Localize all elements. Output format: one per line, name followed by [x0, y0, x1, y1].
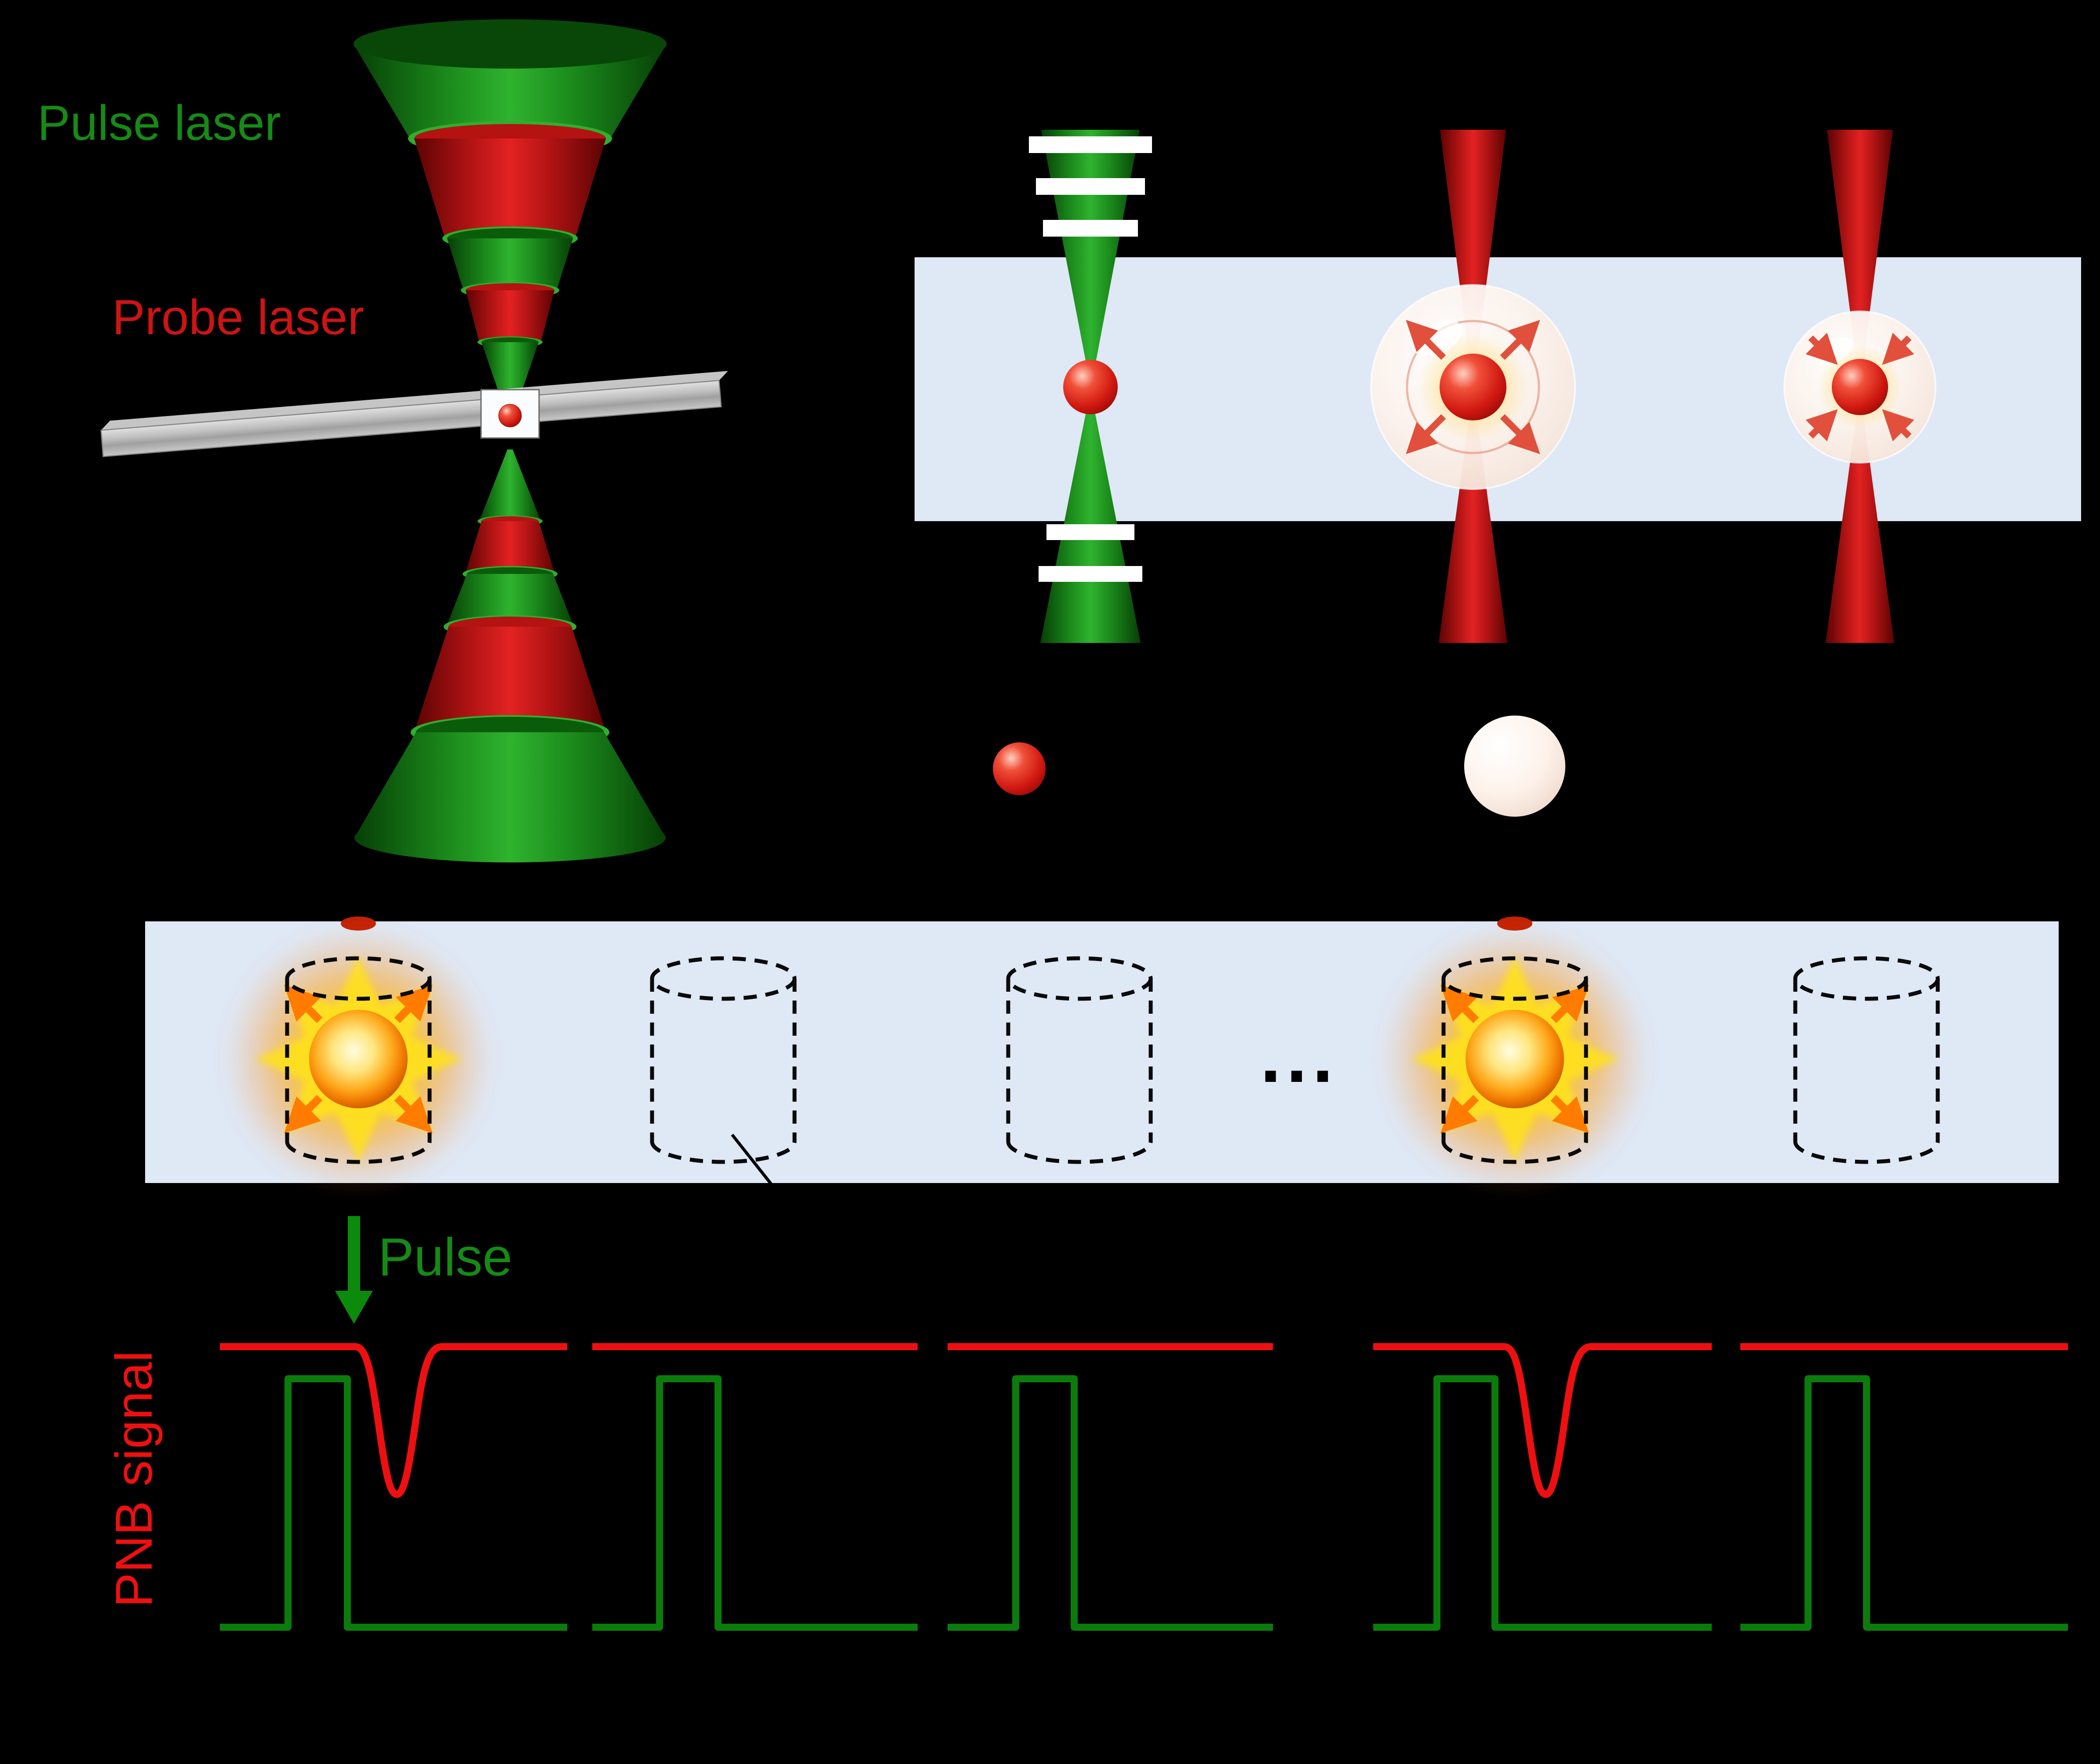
pulse-arrow: Pulse	[335, 1216, 512, 1324]
collapse-arrows	[1805, 332, 1914, 442]
laser-cone-stack-bottom	[354, 449, 666, 862]
green-beam-panel	[1029, 130, 1152, 643]
mechanism-panels	[915, 130, 2081, 817]
collapsing-bubble-panel	[1783, 130, 1936, 643]
pulse-laser-label: Pulse laser	[37, 95, 281, 150]
pump-pulse-trace	[220, 1375, 567, 1631]
flow-capillary-tube	[100, 371, 728, 457]
ellipsis-label: ...	[1260, 1015, 1338, 1098]
nanoparticle-in-collapsing-bubble	[1832, 359, 1888, 415]
pnb-signal-axis-label: PNB signal	[105, 1351, 163, 1607]
nanoparticle-in-bubble	[1440, 354, 1506, 420]
flow-channel: ...	[145, 917, 2059, 1193]
probe-laser-label: Probe laser	[112, 290, 364, 345]
laser-cone-stack-top	[354, 19, 667, 418]
pulse-label: Pulse	[378, 1227, 512, 1287]
trapped-nanoparticle	[498, 404, 522, 427]
pnb-probe-trace	[220, 1343, 567, 1498]
nanoparticle-legend-sphere	[993, 742, 1046, 795]
optical-setup-schematic: Pulse laser Probe laser	[37, 19, 728, 862]
expanding-bubble-panel	[1370, 130, 1576, 643]
expansion-arrows	[1406, 320, 1540, 454]
channel-break-mark	[731, 1133, 775, 1189]
signal-traces	[220, 1343, 2068, 1631]
signal-panel: PNB signal	[105, 1343, 2068, 1631]
pump-pulse-trace	[948, 1375, 1273, 1631]
pnb-probe-trace	[1373, 1343, 1712, 1498]
nanoparticle-in-beam	[1063, 360, 1118, 414]
pump-pulse-trace	[1740, 1375, 2068, 1631]
nanobubble-legend-sphere	[1464, 716, 1565, 817]
sample-cell	[480, 389, 540, 439]
pump-pulse-trace	[1373, 1375, 1712, 1631]
pump-pulse-trace	[592, 1375, 918, 1631]
